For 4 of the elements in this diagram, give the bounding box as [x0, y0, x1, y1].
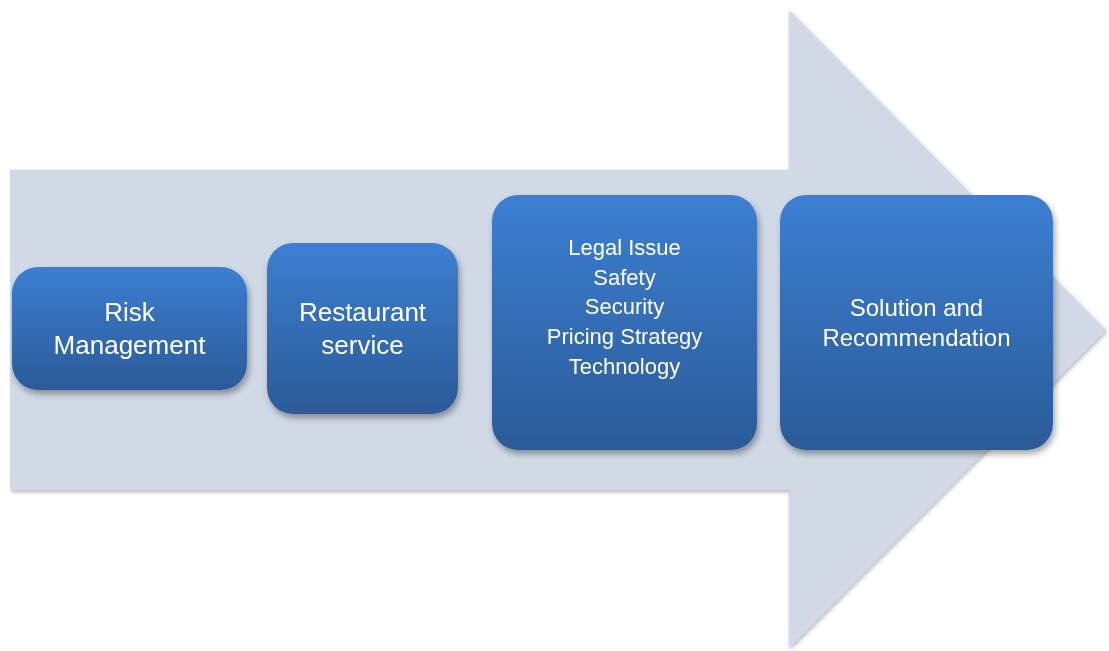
process-box: Solution and Recommendation — [780, 195, 1053, 450]
process-box: Restaurant service — [267, 243, 458, 414]
process-box: Risk Management — [12, 267, 247, 390]
process-box: Legal Issue Safety Security Pricing Strategy Technology — [492, 195, 757, 450]
